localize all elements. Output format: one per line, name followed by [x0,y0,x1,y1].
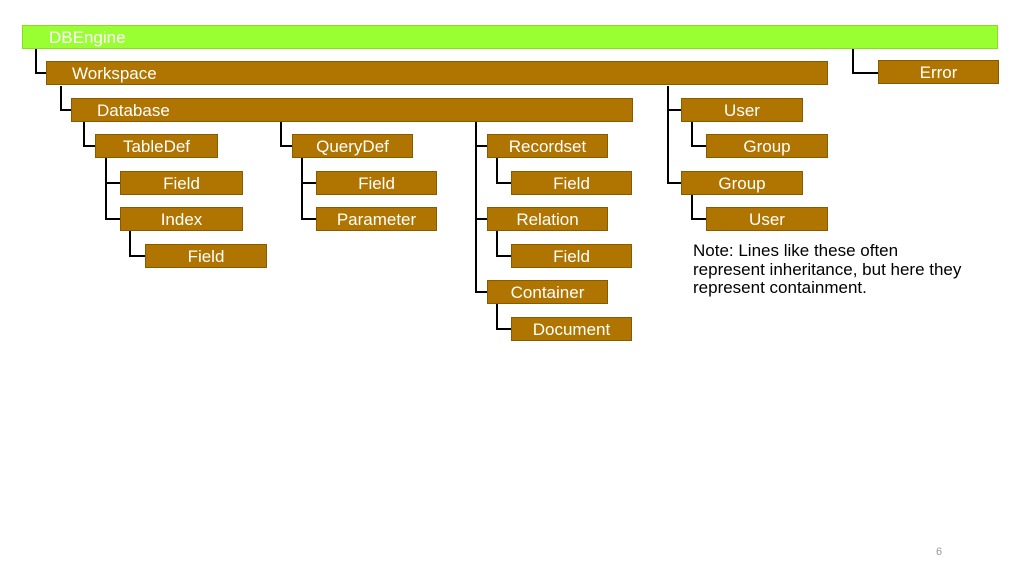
line-querydef-parameter [301,158,316,220]
line-dbengine-error [852,49,878,74]
line-dbengine-workspace [35,49,46,74]
line-tabledef-index [105,158,120,220]
node-database: Database [71,98,633,122]
node-parameter: Parameter [316,207,437,231]
containment-note: Note: Lines like these often represent i… [693,241,962,297]
node-index: Index [120,207,243,231]
node-dbengine: DBEngine [22,25,998,49]
line-index-field [129,231,145,257]
line-group-user [691,195,706,220]
node-relation: Relation [487,207,608,231]
node-index-field: Field [145,244,267,268]
line-relation-field [496,231,511,257]
line-workspace-database [60,86,71,111]
node-user-2: User [706,207,828,231]
page-number: 6 [936,546,943,558]
node-recordset-field: Field [511,171,632,195]
node-tabledef: TableDef [95,134,218,158]
line-recordset-field [496,158,511,184]
node-tabledef-field: Field [120,171,243,195]
node-querydef: QueryDef [292,134,413,158]
line-database-tabledef [83,122,95,147]
line-database-querydef [280,122,292,147]
node-document: Document [511,317,632,341]
line-workspace-group [667,86,681,184]
node-user: User [681,98,803,122]
node-relation-field: Field [511,244,632,268]
line-user-group [691,122,706,147]
node-recordset: Recordset [487,134,608,158]
node-error: Error [878,60,999,84]
node-group-2: Group [681,171,803,195]
node-container: Container [487,280,608,304]
line-database-container [475,122,487,293]
node-group: Group [706,134,828,158]
node-querydef-field: Field [316,171,437,195]
node-workspace: Workspace [46,61,828,85]
line-container-document [496,304,511,330]
